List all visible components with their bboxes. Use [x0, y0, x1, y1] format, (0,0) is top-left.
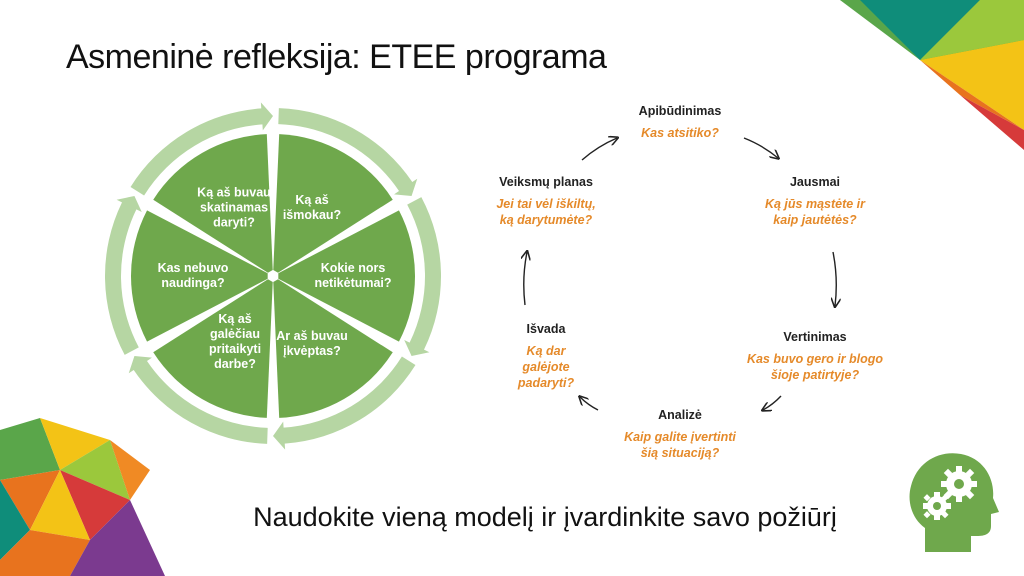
cycle-stage-title: Analizė	[658, 408, 702, 422]
decor-bottom-left	[0, 418, 165, 576]
wheel-segment	[278, 210, 415, 342]
cycle-stage-question: Kaip galite įvertinti šią situaciją?	[624, 430, 736, 460]
wheel-segment	[153, 134, 273, 273]
wheel-segment-label: Ką aš buvau skatinamas daryti?	[197, 185, 271, 230]
ring-arrow	[404, 197, 442, 356]
wheel-segment	[130, 210, 268, 342]
wheel-outer-ring	[104, 102, 442, 450]
footer-instruction: Naudokite vieną modelį ir įvardinkite sa…	[253, 502, 837, 532]
wheel-segment-label: Ar aš buvau įkvėptas?	[276, 328, 348, 358]
ring-arrow	[273, 356, 416, 450]
wheel-segment-label: Ką aš galėčiau pritaikyti darbe?	[208, 311, 262, 371]
cycle-stage-question: Kas buvo gero ir blogo šioje patirtyje?	[746, 352, 884, 382]
head-gears-icon	[909, 453, 999, 552]
cycle-stage-title: Apibūdinimas	[638, 104, 722, 118]
cycle-stage-question: Ką dar galėjote padaryti?	[517, 344, 575, 390]
cycle-stage-question: Ką jūs mąstėte ir kaip jautėtės?	[764, 197, 866, 227]
ring-arrow	[104, 196, 142, 355]
wheel-segment-label: Kokie nors netikėtumai?	[314, 261, 392, 290]
ring-arrow	[278, 108, 418, 196]
wheel-segment	[273, 279, 393, 418]
cycle-stage-title: Jausmai	[789, 175, 841, 189]
ring-arrow	[128, 356, 268, 444]
cycle-stage-question: Kas atsitiko?	[641, 126, 719, 140]
wheel-segment	[153, 279, 273, 418]
cycle-stage-title: Išvada	[526, 322, 566, 336]
wheel-segments	[130, 134, 415, 418]
cycle-arrow	[743, 137, 778, 158]
cycle-arrow	[580, 397, 599, 411]
cycle-stage-title: Veiksmų planas	[499, 175, 593, 189]
cycle-arrow	[833, 251, 836, 306]
cycle-arrow	[763, 395, 782, 410]
wheel-segment	[273, 134, 393, 273]
page-title: Asmeninė refleksija: ETEE programa	[66, 38, 607, 76]
cycle-arrow	[581, 138, 617, 161]
cycle-stage-title: Vertinimas	[783, 330, 847, 344]
cycle-arrow	[524, 252, 527, 306]
decor-top-right	[840, 0, 1024, 150]
wheel-segment-label: Ką aš išmokau?	[282, 193, 342, 223]
cycle-stage-question: Jei tai vėl iškiltų, ką darytumėte?	[496, 197, 596, 227]
ring-arrow	[130, 102, 273, 196]
wheel-segment-label: Kas nebuvo naudinga?	[157, 261, 229, 290]
